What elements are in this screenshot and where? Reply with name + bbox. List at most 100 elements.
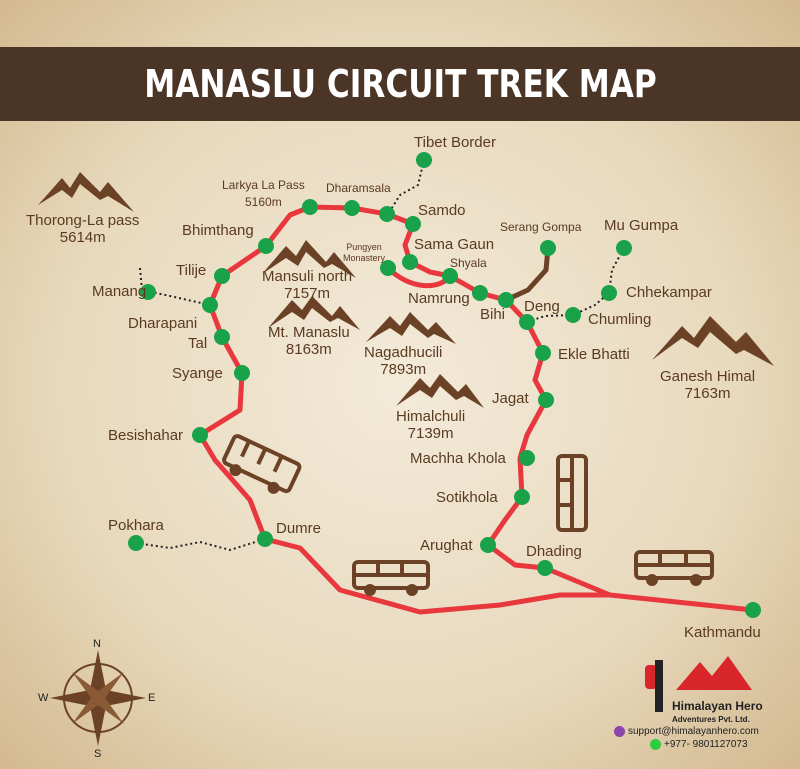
node-deng[interactable] xyxy=(519,314,535,330)
node-dharamsala[interactable] xyxy=(344,200,360,216)
label-bihi: Bihi xyxy=(480,306,506,323)
node-chhekampar[interactable] xyxy=(601,285,617,301)
bus-icon xyxy=(352,560,430,596)
phone-text[interactable]: +977- 9801127073 xyxy=(664,739,748,750)
node-bihi[interactable] xyxy=(498,292,514,308)
node-besishahar[interactable] xyxy=(192,427,208,443)
compass-rose-icon xyxy=(50,650,146,746)
label-syange: Syange xyxy=(172,365,223,382)
node-sotikhola[interactable] xyxy=(514,489,530,505)
mountain-alt: 5614m xyxy=(59,229,106,246)
label-kathmandu: Kathmandu xyxy=(684,624,761,641)
email-text[interactable]: support@himalayanhero.com xyxy=(628,726,759,737)
node-mu-gumpa[interactable] xyxy=(616,240,632,256)
compass-s: S xyxy=(94,748,102,760)
mountain-name: Mansuli north xyxy=(262,268,353,285)
node-dhading[interactable] xyxy=(537,560,553,576)
company-name: Himalayan Hero xyxy=(672,699,763,713)
node-namrung[interactable] xyxy=(472,285,488,301)
label-bhimthang: Bhimthang xyxy=(182,222,254,239)
node-serang-gompa[interactable] xyxy=(540,240,556,256)
mountain-icon xyxy=(366,312,456,344)
compass-n: N xyxy=(93,638,101,650)
title-banner: MANASLU CIRCUIT TREK MAP xyxy=(0,47,800,121)
node-shyala[interactable] xyxy=(442,268,458,284)
node-pokhara[interactable] xyxy=(128,535,144,551)
label-larkya: Larkya La Pass 5160m xyxy=(222,177,305,211)
node-machha-khola[interactable] xyxy=(519,450,535,466)
larkya-name: Larkya La Pass xyxy=(222,178,305,192)
label-serang-gompa: Serang Gompa xyxy=(500,220,582,234)
label-dharapani: Dharapani xyxy=(128,315,198,332)
company-logo-icon xyxy=(645,656,752,712)
side-trails xyxy=(135,159,625,552)
bus-icon xyxy=(222,434,302,494)
mountain-alt: 7139m xyxy=(407,425,454,442)
node-chumling[interactable] xyxy=(565,307,581,323)
mountains xyxy=(38,172,774,408)
label-namrung: Namrung xyxy=(408,290,470,307)
node-ekle-bhatti[interactable] xyxy=(535,345,551,361)
mountain-name: Nagadhucili xyxy=(364,344,443,361)
compass-w: W xyxy=(38,692,49,704)
mountain-name: Ganesh Himal xyxy=(660,368,756,385)
node-sama-gaun[interactable] xyxy=(402,254,418,270)
phone-contact[interactable]: +977- 9801127073 xyxy=(650,739,748,750)
label-tilije: Tilije xyxy=(176,262,207,279)
email-icon xyxy=(614,726,625,737)
node-dharapani[interactable] xyxy=(202,297,218,313)
node-kathmandu[interactable] xyxy=(745,602,761,618)
node-dumre[interactable] xyxy=(257,531,273,547)
mountain-icon xyxy=(268,296,360,330)
label-shyala: Shyala xyxy=(450,256,487,270)
label-machha-khola: Machha Khola xyxy=(410,450,506,467)
mountain-alt: 7157m xyxy=(284,285,330,302)
node-bhimthang[interactable] xyxy=(258,238,274,254)
node-tal[interactable] xyxy=(214,329,230,345)
mountain-alt: 7163m xyxy=(684,385,731,402)
mountain-icon xyxy=(652,316,774,366)
node-samdo[interactable] xyxy=(405,216,421,232)
mountain-icon xyxy=(396,374,484,408)
label-deng: Deng xyxy=(524,298,560,315)
whatsapp-icon xyxy=(650,739,661,750)
bus-icon xyxy=(556,454,588,532)
map-title: MANASLU CIRCUIT TREK MAP xyxy=(143,62,657,106)
stop-nodes xyxy=(128,152,761,618)
label-chumling: Chumling xyxy=(588,311,652,328)
label-dharamsala: Dharamsala xyxy=(326,181,391,195)
label-dhading: Dhading xyxy=(526,543,582,560)
label-pokhara: Pokhara xyxy=(108,517,164,534)
bus-icon xyxy=(634,550,714,586)
compass-e: E xyxy=(148,692,156,704)
node-arughat[interactable] xyxy=(480,537,496,553)
node-pass-2[interactable] xyxy=(379,206,395,222)
node-tilije[interactable] xyxy=(214,268,230,284)
larkya-alt: 5160m xyxy=(245,195,282,209)
mountain-icon xyxy=(262,240,356,278)
node-syange[interactable] xyxy=(234,365,250,381)
node-larkya[interactable] xyxy=(302,199,318,215)
label-besishahar: Besishahar xyxy=(108,427,184,444)
label-dumre: Dumre xyxy=(276,520,322,537)
node-pungyen[interactable] xyxy=(380,260,396,276)
node-tibet-border[interactable] xyxy=(416,152,432,168)
node-jagat[interactable] xyxy=(538,392,554,408)
company-sub: Adventures Pvt. Ltd. xyxy=(672,715,750,724)
label-sama-gaun: Sama Gaun xyxy=(414,236,495,253)
bus-icons xyxy=(222,434,714,596)
node-manang[interactable] xyxy=(140,284,156,300)
mountain-name: Himalchuli xyxy=(396,408,466,425)
serang-trail xyxy=(504,247,551,303)
mountain-name: Mt. Manaslu xyxy=(268,324,350,341)
label-manang: Manang xyxy=(92,283,147,300)
email-contact[interactable]: support@himalayanhero.com xyxy=(614,726,759,737)
mountain-alt: 7893m xyxy=(380,361,427,378)
